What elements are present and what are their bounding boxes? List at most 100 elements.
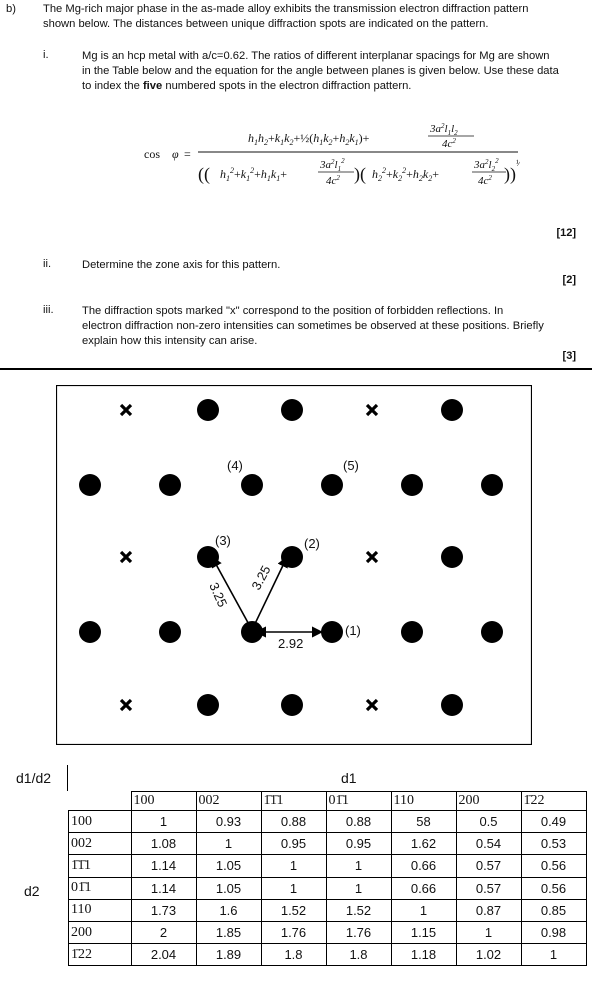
table-cell: 1: [195, 832, 262, 856]
table-cell: 1.52: [260, 898, 327, 922]
svg-text:3a2l22: 3a2l22: [473, 157, 499, 173]
spot-label-2: (2): [304, 536, 320, 551]
table-cell: 0.56: [520, 876, 587, 900]
diffraction-spot: [241, 474, 263, 496]
table-row-header: 200: [68, 920, 132, 945]
table-cell: 1.52: [325, 898, 392, 922]
table-cell: 0.88: [260, 809, 327, 834]
table-cell: 1: [325, 854, 392, 878]
forbidden-reflection-marker: [365, 403, 379, 417]
table-cell: 1.15: [390, 920, 457, 945]
diffraction-spot: [281, 399, 303, 421]
table-cell: 1: [260, 854, 327, 878]
table-row-header: 110: [68, 898, 132, 922]
table-cell: 0.66: [390, 854, 457, 878]
angle-equation: cos φ = h1h2+k1k2+½(h1k2+h2k1)+ 3a2l1l2 …: [144, 122, 520, 187]
svg-text:4c2: 4c2: [442, 137, 456, 150]
item-iii-label: iii.: [43, 304, 54, 316]
table-cell: 0.98: [520, 920, 587, 945]
table-cell: 1.18: [390, 943, 457, 967]
table-cell: 1: [325, 876, 392, 900]
forbidden-reflection-marker: [119, 550, 133, 564]
table-cell: 1.89: [195, 943, 262, 967]
forbidden-reflection-marker: [365, 550, 379, 564]
diffraction-spot: [401, 621, 423, 643]
table-cell: 1.85: [195, 920, 262, 945]
table-header-line: [68, 766, 568, 767]
diffraction-spot: [441, 399, 463, 421]
svg-text:4c2: 4c2: [326, 174, 340, 187]
table-cell: 0.56: [520, 854, 587, 878]
diffraction-spot: [441, 694, 463, 716]
table-cell: 0.88: [325, 809, 392, 834]
diffraction-spot: [481, 474, 503, 496]
spot-label-4: (4): [227, 458, 243, 473]
table-cell: 1: [260, 876, 327, 900]
table-cell: 1.08: [130, 832, 197, 856]
table-col-axis-label: d1: [341, 770, 357, 786]
table-cell: 0.93: [195, 809, 262, 834]
diffraction-spot: [401, 474, 423, 496]
diffraction-spot: [79, 621, 101, 643]
table-column-header: 200: [455, 791, 522, 811]
table-cell: 1.76: [325, 920, 392, 945]
diffraction-spot: [159, 621, 181, 643]
diffraction-spot: [159, 474, 181, 496]
forbidden-reflection-marker: [119, 698, 133, 712]
item-i-line-3-bold: five: [142, 80, 163, 92]
table-cell: 2.04: [130, 943, 197, 967]
intro-line-2: shown below. The distances between uniqu…: [43, 18, 489, 30]
table-cell: 1.62: [390, 832, 457, 856]
table-cell: 0.54: [455, 832, 522, 856]
item-ii-line-1: Determine the zone axis for this pattern…: [82, 259, 281, 271]
svg-text:½: ½: [516, 158, 520, 168]
table-vertical-rule: [67, 765, 68, 791]
table-column-header: 100: [130, 791, 197, 811]
table-row-header: 01̄1: [68, 876, 132, 900]
table-cell: 0.57: [455, 854, 522, 878]
table-row-header: 1̄22: [68, 943, 132, 967]
table-column-header: 002: [195, 791, 262, 811]
diffraction-spot: [321, 621, 343, 643]
table-blank-corner: [69, 792, 132, 811]
item-ii-marks: [2]: [562, 274, 576, 286]
diffraction-spot: [197, 694, 219, 716]
table-corner-label: d1/d2: [16, 770, 52, 786]
svg-text:((: ((: [198, 164, 210, 185]
table-cell: 58: [390, 809, 457, 834]
table-cell: 1.8: [260, 943, 327, 967]
table-cell: 1.76: [260, 920, 327, 945]
table-cell: 1.73: [130, 898, 197, 922]
section-divider: [0, 368, 592, 370]
svg-text:h22+k22+h2k2+: h22+k22+h2k2+: [372, 166, 439, 183]
table-cell: 0.57: [455, 876, 522, 900]
table-cell: 0.49: [520, 809, 587, 834]
svg-text:h12+k12+h1k1+: h12+k12+h1k1+: [220, 166, 287, 183]
item-iii-line-2: electron diffraction non-zero intensitie…: [82, 320, 544, 332]
table-cell: 1: [520, 943, 587, 967]
part-label: b): [6, 3, 16, 15]
arrow-to-spot-2: [251, 555, 288, 631]
table-cell: 0.95: [260, 832, 327, 856]
spot-label-3: (3): [215, 533, 231, 548]
table-cell: 1.6: [195, 898, 262, 922]
table-cell: 1.05: [195, 854, 262, 878]
svg-text:)): )): [504, 164, 516, 185]
diffraction-spot: [481, 621, 503, 643]
table-cell: 1.02: [455, 943, 522, 967]
diffraction-spot: [79, 474, 101, 496]
svg-text:h1h2+k1k2+½(h1k2+h2k1)+: h1h2+k1k2+½(h1k2+h2k1)+: [248, 131, 370, 147]
table-row-header: 002: [68, 832, 132, 856]
table-cell: 0.66: [390, 876, 457, 900]
table-cell: 1.8: [325, 943, 392, 967]
item-iii-line-1: The diffraction spots marked "x" corresp…: [82, 305, 504, 317]
spot-label-5: (5): [343, 458, 359, 473]
diffraction-pattern: (1) (2) (3) (4) (5) 2.92 3.25 3.25: [56, 385, 532, 745]
